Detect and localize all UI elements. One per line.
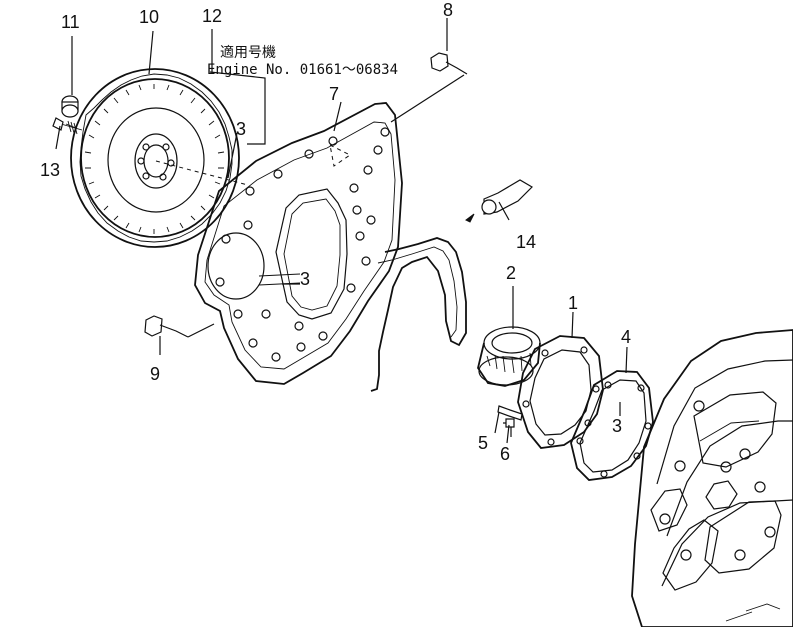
flywheel-hub (134, 133, 178, 189)
leader-1 (571, 311, 574, 339)
seal-retainer-1 (517, 335, 604, 449)
seal-outline (370, 237, 467, 392)
callout-5: 5 (478, 433, 488, 453)
hub-bolt-hole (137, 157, 145, 165)
callout-3b: 3 (300, 269, 310, 289)
ring-gear-inner (80, 78, 230, 238)
hub-bolt-hole (162, 143, 170, 151)
plate-large-hole (207, 232, 265, 300)
leader-7 (333, 101, 342, 132)
leader-13 (55, 125, 61, 150)
bolt-13 (52, 117, 83, 135)
direction-arrow (465, 213, 475, 223)
bolt-8-shaft (445, 61, 468, 75)
bolt-9-head (144, 315, 163, 337)
ring-gear-teeth (84, 84, 225, 234)
bolt-9-shaft (159, 324, 189, 338)
callout-6: 6 (500, 444, 510, 464)
pin-bottom (61, 104, 79, 118)
part-14-end (481, 199, 497, 215)
plate-window (275, 188, 348, 320)
block-outline (631, 329, 793, 627)
leader-4 (625, 346, 628, 374)
callout-13: 13 (40, 160, 60, 180)
engine-block (631, 329, 793, 627)
hub-bolt-hole (142, 172, 150, 180)
gasket-inner (579, 379, 647, 473)
leader-8-plate (390, 74, 465, 123)
callout-2: 2 (506, 263, 516, 283)
oil-seal-2 (477, 326, 541, 387)
leader-3a (227, 132, 238, 179)
hub-bolt-hole (167, 159, 175, 167)
seal-top-inner (491, 332, 533, 354)
leader-5 (494, 411, 500, 434)
gear-teeth-band (79, 73, 233, 243)
engine-note-line-2: Engine No. 01661～06834 (207, 62, 398, 78)
flywheel-face (107, 107, 205, 213)
seal-bottom (478, 356, 534, 386)
pin-11 (61, 95, 79, 118)
plate-inner-outline (204, 121, 396, 370)
retainer-outline (517, 335, 604, 449)
callout-9: 9 (150, 364, 160, 384)
bolt-8-head (430, 52, 449, 72)
seal-side (477, 342, 541, 387)
callout-12: 12 (202, 6, 222, 26)
engine-note-line-1: 適用号機 (220, 44, 276, 61)
rear-plate-7 (194, 102, 403, 385)
leader-6 (506, 424, 510, 444)
hub-bolt-hole (142, 143, 150, 151)
bolt-5 (497, 405, 523, 421)
leader-9-plate (187, 323, 215, 338)
callout-10: 10 (139, 7, 159, 27)
callout-4: 4 (621, 327, 631, 347)
engine-note-bracket (209, 71, 266, 145)
callout-3c: 3 (612, 416, 622, 436)
hub-bolt-hole (159, 173, 167, 181)
plate-outline (194, 102, 403, 385)
ring-gear-outer (70, 68, 240, 248)
leader-10 (148, 30, 154, 75)
gasket-outline (570, 370, 654, 481)
plate-window-inner (283, 198, 341, 311)
bolt-head (52, 117, 64, 131)
retainer-inner (529, 349, 592, 436)
seal-inner (377, 246, 458, 338)
plate-dowel-lines (258, 273, 301, 286)
bolt-6-head (505, 418, 515, 428)
gasket-4 (570, 370, 654, 481)
callout-11: 11 (61, 12, 80, 32)
callout-8: 8 (443, 0, 453, 20)
seal-ridges (486, 352, 532, 374)
part-14 (465, 179, 533, 223)
callout-7: 7 (329, 84, 339, 104)
callout-1: 1 (568, 293, 578, 313)
callout-3a: 3 (236, 119, 246, 139)
callout-14: 14 (516, 232, 536, 252)
flywheel-assembly (70, 68, 249, 248)
gasket-seal-line (370, 237, 467, 392)
plate-dashed-mark (329, 144, 351, 167)
small-bolts (144, 52, 523, 437)
bolt-thread (65, 120, 78, 135)
leader-14 (498, 201, 510, 221)
leader-lines (55, 18, 628, 444)
